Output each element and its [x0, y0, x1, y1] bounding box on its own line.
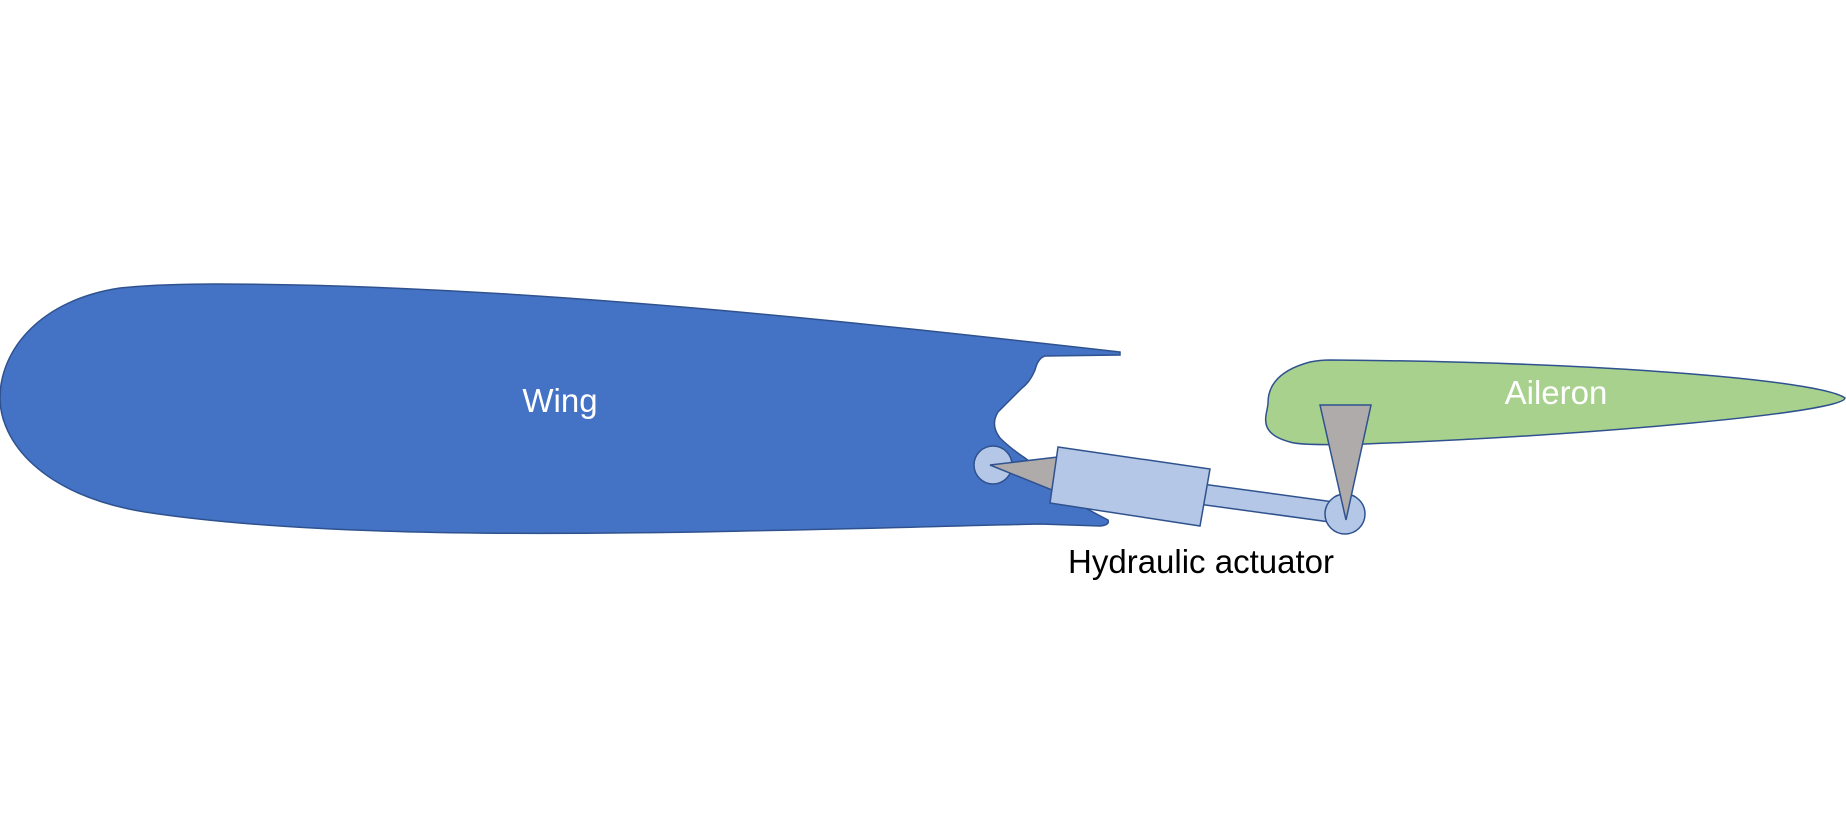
actuator-rod — [1197, 483, 1335, 523]
aileron-label: Aileron — [1505, 374, 1608, 411]
aileron-shape — [1264, 359, 1846, 446]
actuator-cylinder — [1049, 446, 1211, 527]
wing-label: Wing — [522, 382, 597, 419]
actuator-label: Hydraulic actuator — [1068, 543, 1334, 580]
aileron-horn — [1319, 404, 1372, 521]
